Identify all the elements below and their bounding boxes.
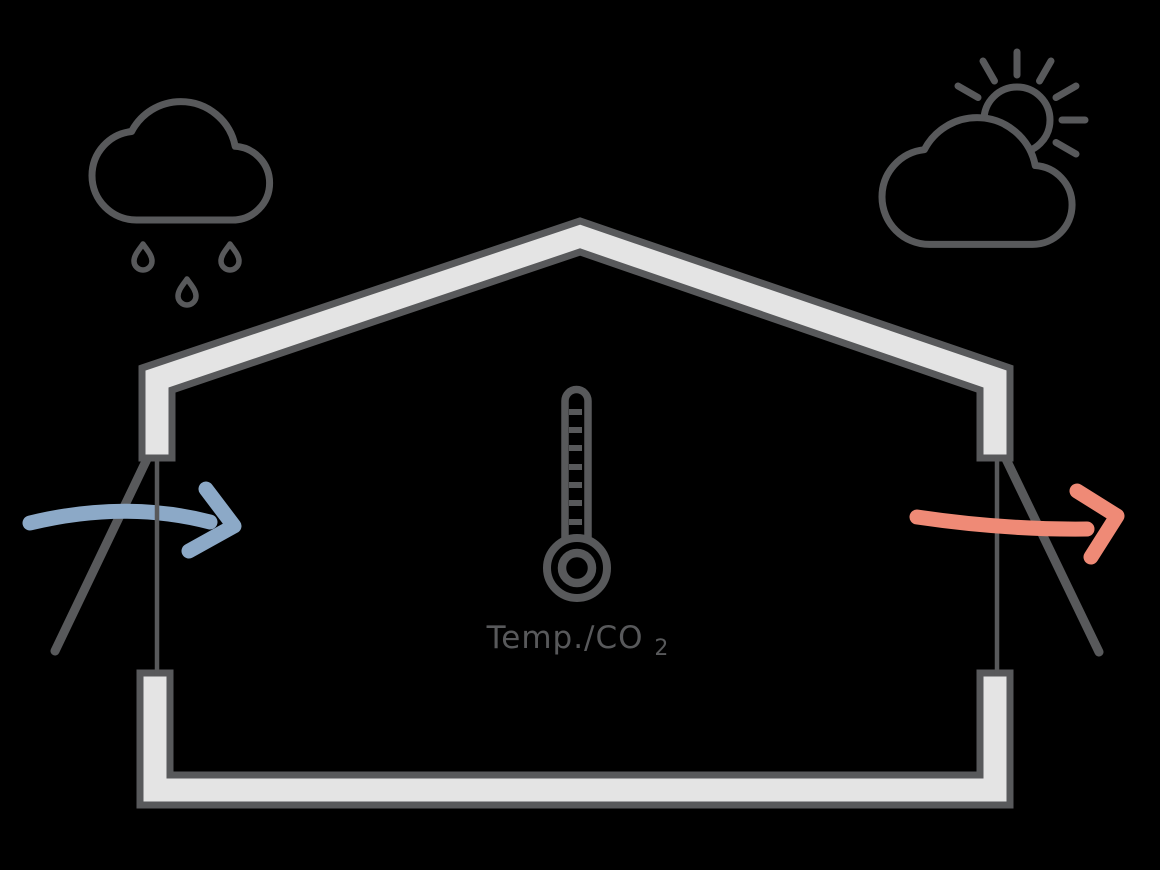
sensor-label-main: Temp./CO bbox=[486, 620, 644, 656]
barn-structure bbox=[136, 217, 1014, 809]
barn-floor-and-lower-walls bbox=[136, 669, 1014, 809]
outflow-arrow bbox=[909, 483, 1125, 565]
raindrop-icon bbox=[175, 276, 199, 308]
left-vent-flap bbox=[50, 454, 152, 656]
sun-rays bbox=[954, 48, 1089, 158]
outflow-arrow-head bbox=[1069, 483, 1125, 565]
sun-cloud-icon bbox=[882, 48, 1089, 245]
sun-cloud-outline bbox=[882, 118, 1072, 245]
raindrop-icon bbox=[131, 241, 155, 273]
sun-ray bbox=[954, 82, 982, 101]
outflow-arrow-shaft bbox=[909, 509, 1095, 537]
thermometer-tube bbox=[561, 385, 592, 542]
raindrop-icon bbox=[218, 241, 242, 273]
sensor-label: Temp./CO 2 bbox=[486, 620, 670, 661]
sun-ray bbox=[1052, 82, 1080, 101]
inflow-arrow-shaft bbox=[22, 503, 218, 531]
inflow-arrow-head bbox=[181, 481, 242, 559]
barn-roof-and-upper-walls bbox=[138, 217, 1014, 462]
sun-ray bbox=[1052, 139, 1080, 158]
sun-ray bbox=[979, 57, 998, 85]
inflow-arrow bbox=[22, 481, 242, 559]
thermometer-icon bbox=[543, 385, 611, 602]
thermometer-scale-ticks bbox=[569, 409, 582, 525]
right-vent-flap bbox=[1001, 454, 1104, 657]
thermometer-bulb-inner bbox=[557, 548, 597, 588]
sensor-label-subscript: 2 bbox=[654, 636, 669, 661]
rain-cloud-icon bbox=[92, 102, 270, 308]
sun-ray bbox=[1036, 57, 1055, 85]
rain-cloud-outline bbox=[92, 102, 270, 220]
thermometer-bulb-outer bbox=[543, 534, 611, 602]
